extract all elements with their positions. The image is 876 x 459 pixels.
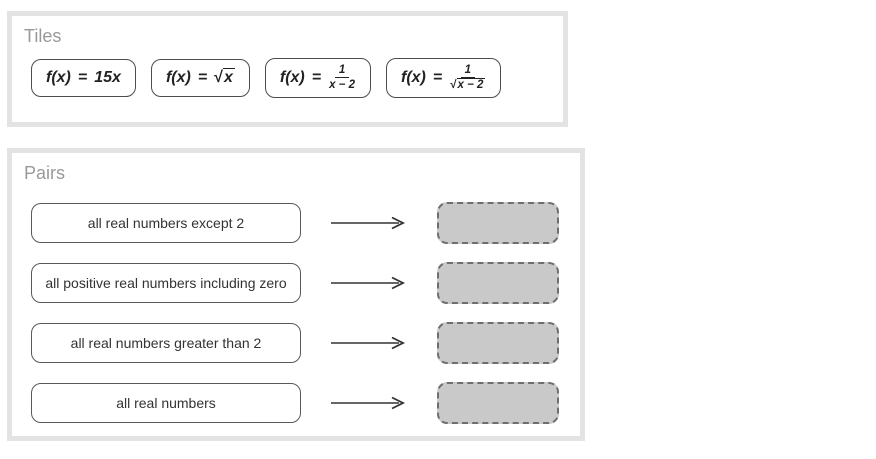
domain-label-box: all real numbers except 2 — [31, 203, 301, 243]
tiles-row: f(x) = 15x f(x) = √x f(x) = 1 x − 2 f(x)… — [31, 58, 563, 98]
arrow-right-icon — [331, 276, 406, 290]
tiles-panel-label: Tiles — [24, 26, 62, 46]
domain-label-box: all real numbers — [31, 383, 301, 423]
fraction: 1 x − 2 — [328, 63, 356, 93]
pairs-rows: all real numbers except 2 all positive r… — [12, 202, 580, 424]
equals-sign: = — [432, 68, 443, 86]
tile-f-equals-15x[interactable]: f(x) = 15x — [31, 58, 136, 97]
sqrt-expression: √x — [214, 67, 235, 87]
domain-label: all positive real numbers including zero — [45, 275, 287, 291]
tile-f-equals-sqrt-x[interactable]: f(x) = √x — [150, 58, 250, 97]
expression: 15x — [94, 68, 121, 86]
tile-f-equals-1-over-sqrt-x-minus-2[interactable]: f(x) = 1 √x − 2 — [386, 58, 502, 98]
arrow-right-icon — [331, 396, 406, 410]
pairs-panel-label: Pairs — [24, 163, 66, 183]
arrow-right-icon — [331, 336, 406, 350]
domain-label-box: all real numbers greater than 2 — [31, 323, 301, 363]
pair-row-4: all real numbers — [31, 382, 580, 424]
function-lhs: f(x) — [165, 68, 191, 86]
domain-label-box: all positive real numbers including zero — [31, 263, 301, 303]
radicand: x — [222, 67, 235, 86]
arrow-cell — [301, 216, 437, 230]
radical-icon: √ — [450, 79, 457, 92]
function-lhs: f(x) — [279, 68, 305, 86]
pair-row-1: all real numbers except 2 — [31, 202, 580, 244]
fraction-numerator: 1 — [460, 63, 476, 79]
equals-sign: = — [197, 68, 208, 86]
pair-row-2: all positive real numbers including zero — [31, 262, 580, 304]
function-lhs: f(x) — [46, 68, 71, 86]
arrow-right-icon — [331, 216, 406, 230]
drop-zone-2[interactable] — [437, 262, 559, 304]
domain-label: all real numbers greater than 2 — [70, 335, 262, 351]
tile-f-equals-1-over-x-minus-2[interactable]: f(x) = 1 x − 2 — [264, 58, 371, 98]
function-lhs: f(x) — [401, 68, 426, 86]
drop-zone-4[interactable] — [437, 382, 559, 424]
arrow-cell — [301, 276, 437, 290]
domain-label: all real numbers — [116, 395, 216, 411]
fraction: 1 √x − 2 — [449, 63, 486, 93]
radicand: x − 2 — [456, 78, 486, 92]
fraction-denominator: √x − 2 — [449, 78, 486, 92]
fraction-denominator: x − 2 — [329, 79, 355, 92]
domain-label: all real numbers except 2 — [87, 215, 245, 231]
drop-zone-1[interactable] — [437, 202, 559, 244]
pairs-panel: Pairs all real numbers except 2 all posi… — [7, 148, 585, 441]
tiles-panel: Tiles f(x) = 15x f(x) = √x f(x) = 1 x − … — [7, 11, 568, 127]
arrow-cell — [301, 396, 437, 410]
drop-zone-3[interactable] — [437, 322, 559, 364]
fraction-numerator: 1 — [334, 63, 350, 79]
radical-icon: √ — [214, 68, 223, 86]
equals-sign: = — [77, 68, 88, 86]
equals-sign: = — [311, 68, 322, 86]
arrow-cell — [301, 336, 437, 350]
pair-row-3: all real numbers greater than 2 — [31, 322, 580, 364]
